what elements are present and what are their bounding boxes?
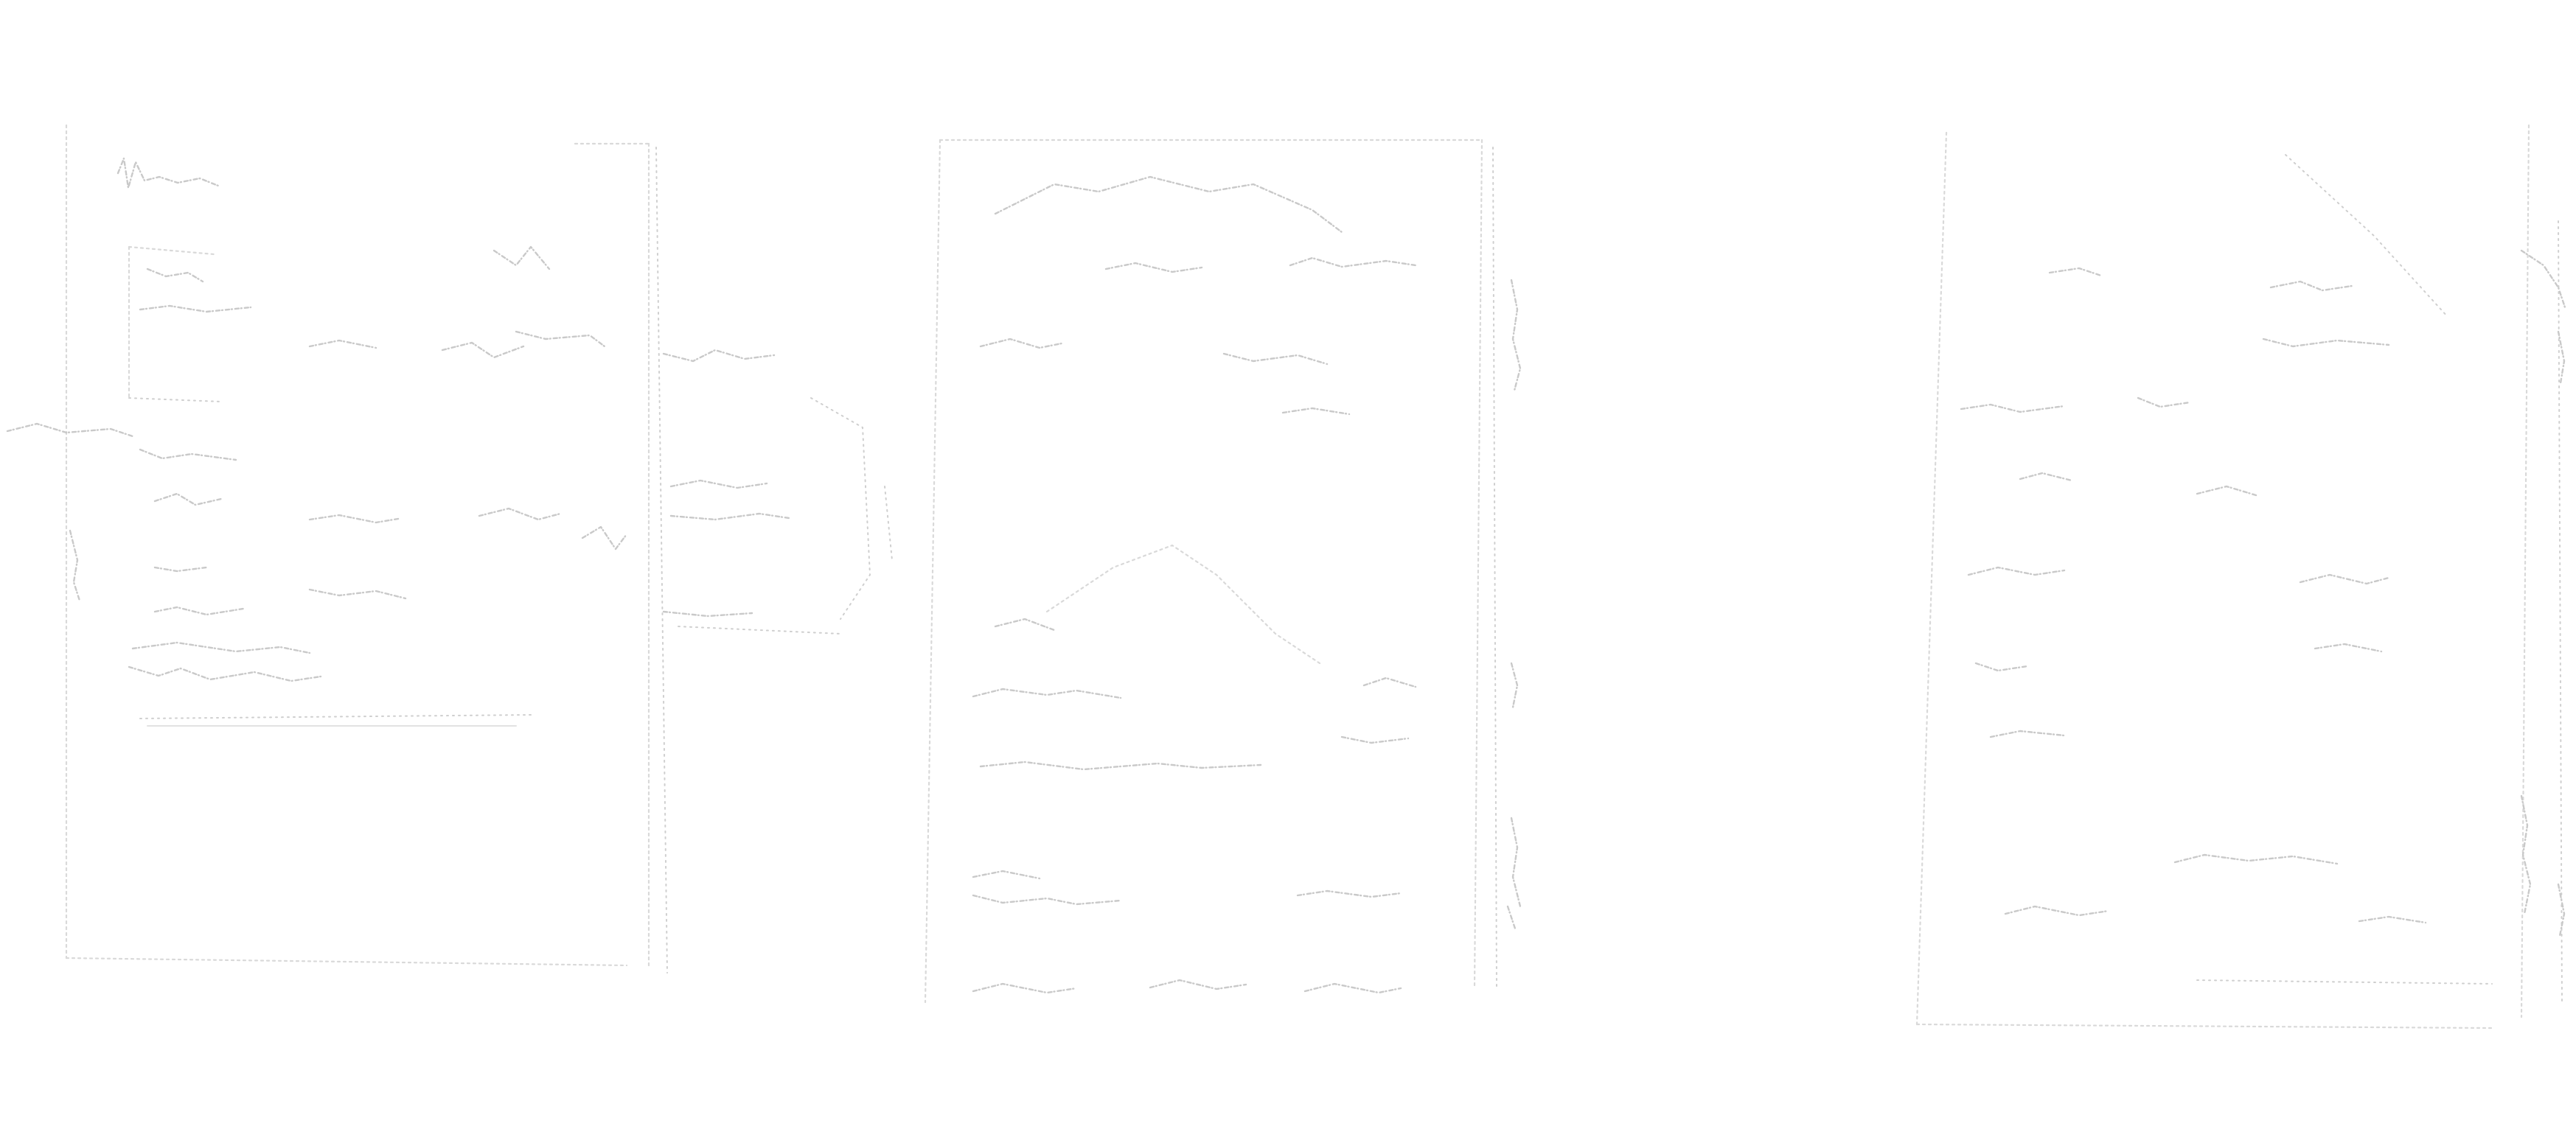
right-sketch-panel	[1915, 124, 2567, 1030]
middle-sketch-panel	[924, 139, 1522, 1004]
left-sketch-panel	[6, 124, 893, 974]
